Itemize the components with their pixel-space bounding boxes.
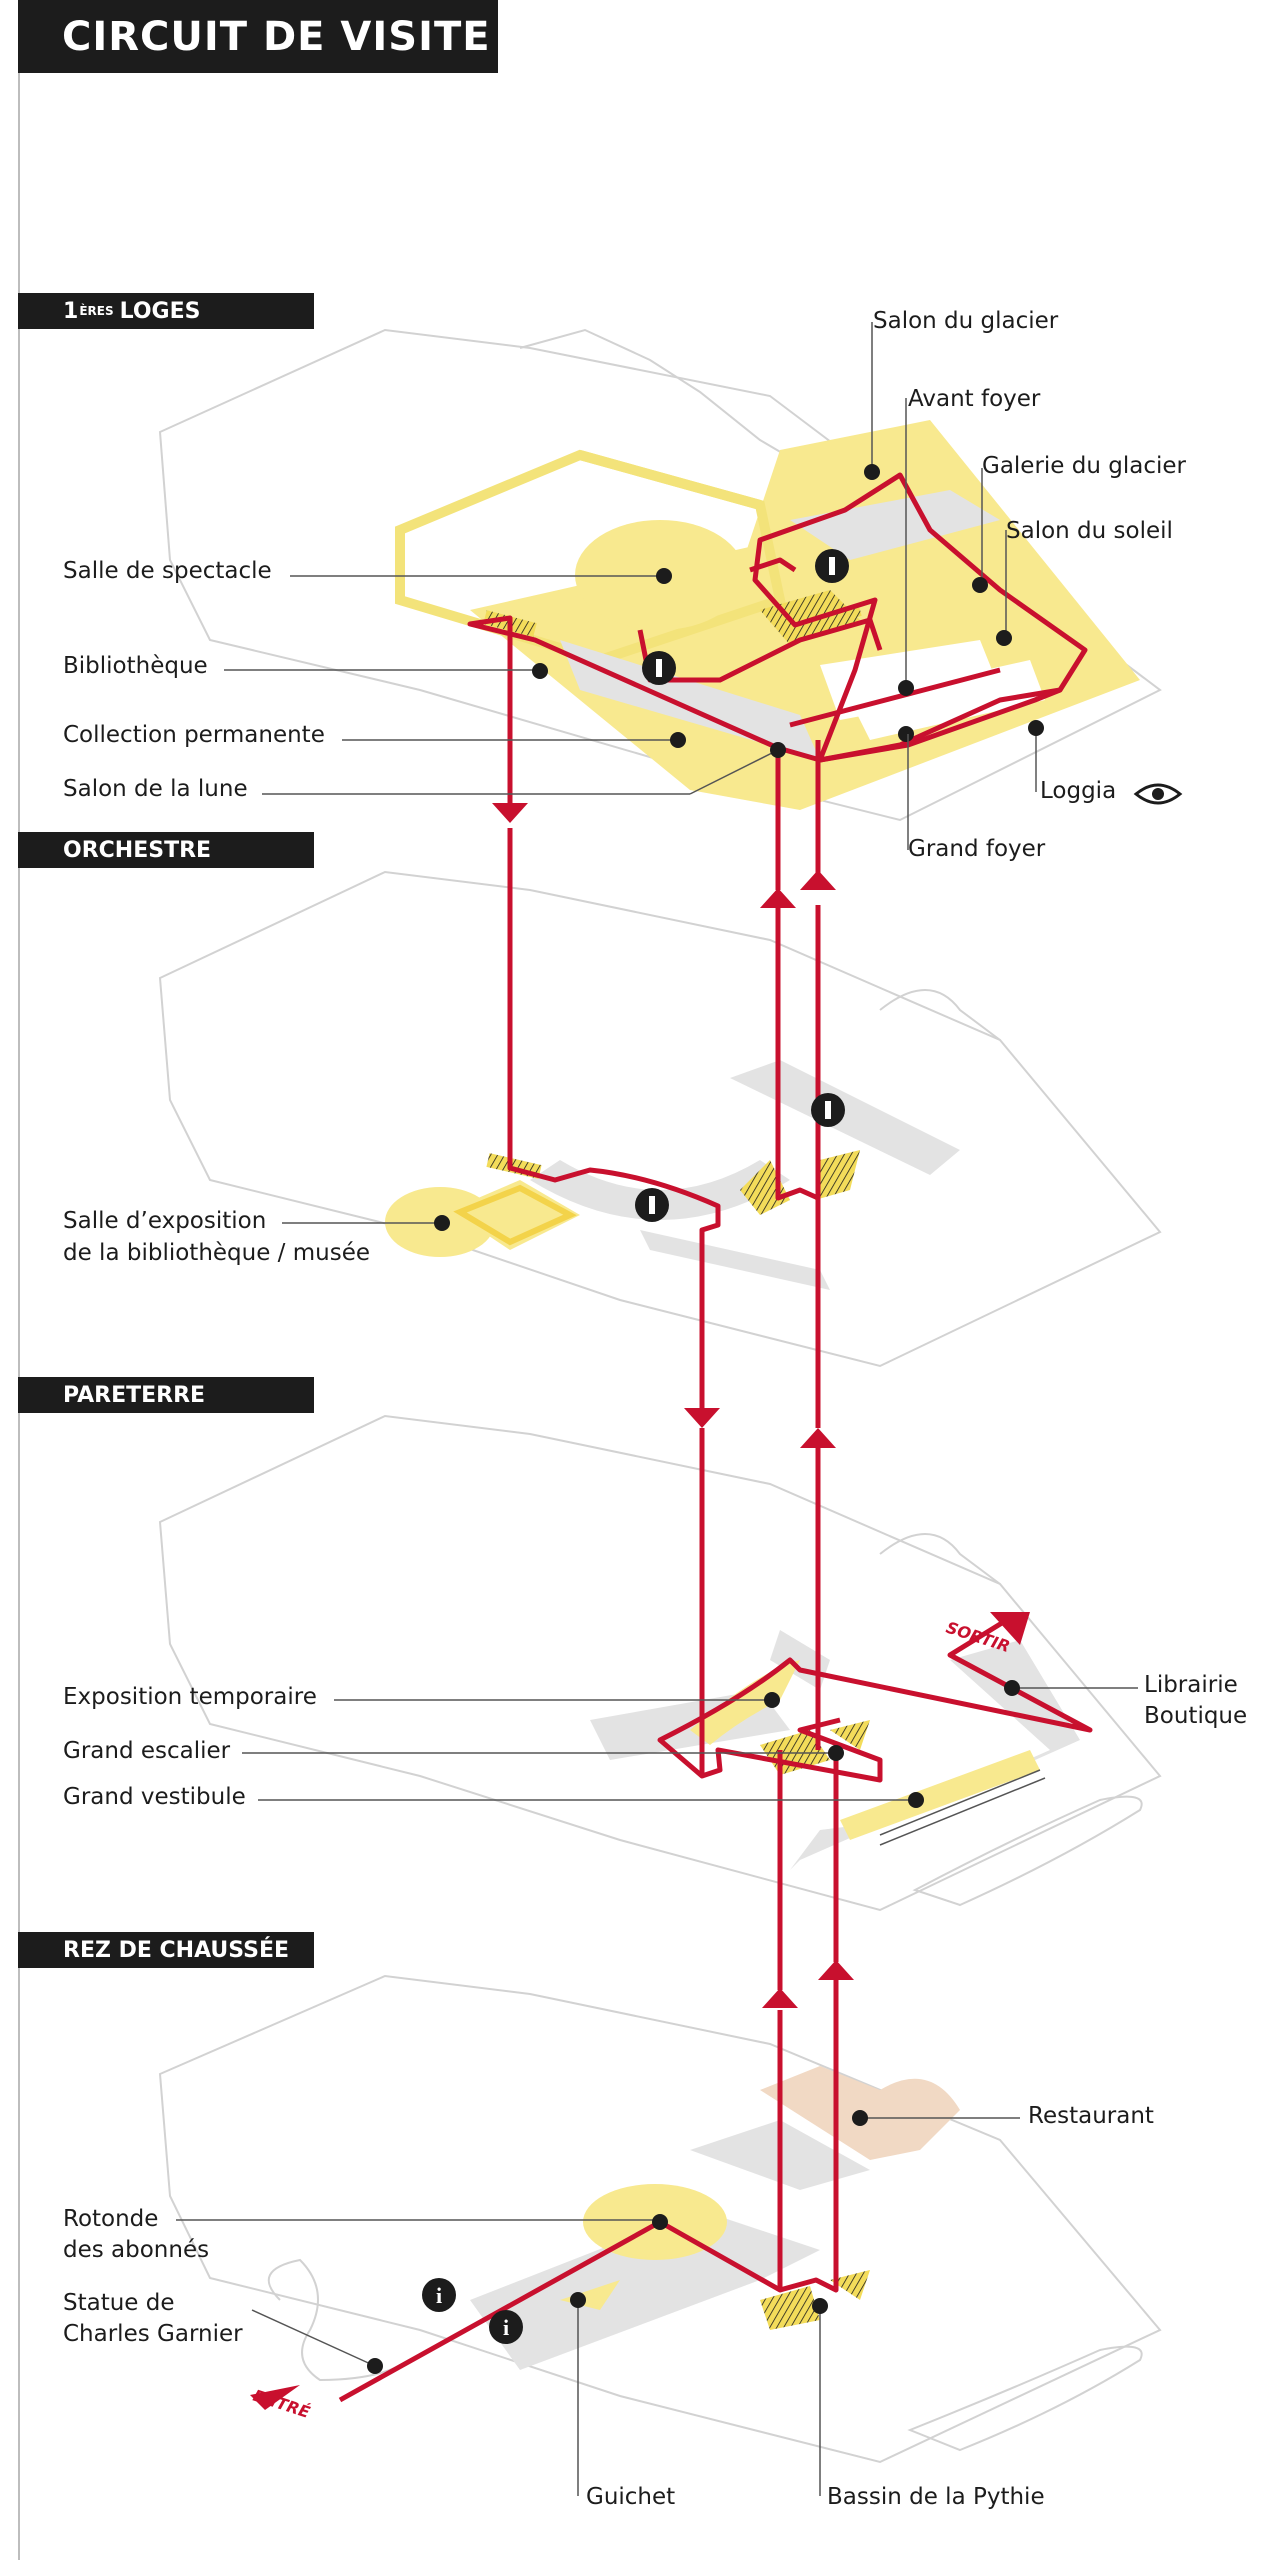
arrow-down-marker [684, 1408, 720, 1428]
label-bassin-pythie: Bassin de la Pythie [827, 2484, 1045, 2510]
page-left-rule [18, 73, 20, 2560]
floor-tag-rez: REZ DE CHAUSSÉE [18, 1932, 314, 1968]
floor-loges-leaders [224, 322, 1044, 850]
label-salon-glacier: Salon du glacier [873, 308, 1059, 334]
info-icon: i [489, 2310, 523, 2344]
label-salon-lune: Salon de la lune [63, 776, 248, 802]
toilet-icon [811, 1093, 845, 1127]
label-librairie: Librairie [1144, 1672, 1238, 1698]
label-rotonde: Rotonde [63, 2206, 159, 2232]
label-salle-exposition-2: de la bibliothèque / musée [63, 1240, 371, 1266]
floor-rez-leaders [176, 2110, 1020, 2496]
label-grand-vestibule: Grand vestibule [63, 1784, 246, 1810]
label-exposition-temporaire: Exposition temporaire [63, 1684, 317, 1710]
floor-paterre-route [657, 1428, 1093, 1990]
label-galerie-glacier: Galerie du glacier [982, 453, 1186, 479]
floor-tag-paterre: PARETERRE [18, 1377, 314, 1413]
info-icon: i [422, 2278, 456, 2312]
toilet-icon [642, 651, 676, 685]
label-salle-exposition: Salle d’exposition [63, 1208, 267, 1234]
label-bibliotheque: Bibliothèque [63, 653, 208, 679]
label-guichet: Guichet [586, 2484, 676, 2510]
label-loggia: Loggia [1040, 778, 1117, 804]
floor-paterre-plan [158, 1414, 1162, 1912]
entre-entry-arrow [250, 2385, 300, 2410]
floor-rez-route [338, 1980, 839, 2403]
label-avant-foyer: Avant foyer [908, 386, 1041, 412]
label-rotonde-2: des abonnés [63, 2237, 210, 2263]
label-grand-escalier: Grand escalier [63, 1738, 231, 1764]
arrow-up-marker [800, 1428, 836, 1448]
toilet-icon [815, 549, 849, 583]
svg-text:i: i [436, 2283, 442, 2308]
svg-text:i: i [503, 2315, 509, 2340]
label-collection-permanente: Collection permanente [63, 722, 325, 748]
label-salle-spectacle: Salle de spectacle [63, 558, 272, 584]
arrow-up-marker [800, 870, 836, 890]
label-restaurant: Restaurant [1028, 2103, 1154, 2129]
arrow-up-marker [760, 888, 796, 908]
toilet-icon [635, 1188, 669, 1222]
floor-tag-orchestre: ORCHESTRE [18, 832, 314, 868]
floor-paterre-leaders [242, 1680, 1138, 1808]
arrow-up-marker [818, 1960, 854, 1980]
label-boutique: Boutique [1144, 1703, 1248, 1729]
eye-icon [1133, 783, 1183, 805]
arrow-down-marker [492, 803, 528, 823]
sortir-exit-arrow [990, 1612, 1030, 1645]
page-title: CIRCUIT DE VISITE [18, 0, 498, 73]
label-statue-2: Charles Garnier [63, 2321, 243, 2347]
label-grand-foyer: Grand foyer [908, 836, 1046, 862]
arrow-up-marker [762, 1988, 798, 2008]
floor-orchestre-leaders [282, 1215, 450, 1231]
label-statue: Statue de [63, 2290, 175, 2316]
floor-orchestre-plan [158, 870, 1162, 1368]
label-salon-soleil: Salon du soleil [1006, 518, 1173, 544]
